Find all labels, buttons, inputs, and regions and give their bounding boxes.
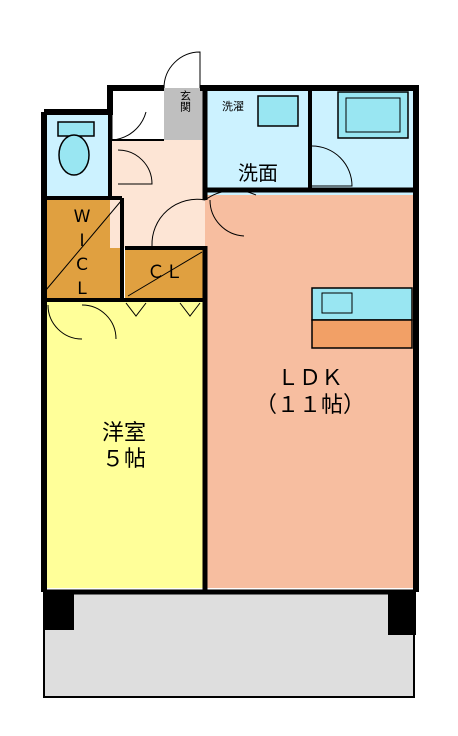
washing-machine-icon [257, 95, 299, 127]
cl-label: ＣＬ [147, 262, 183, 283]
wicl-letter: I [79, 231, 84, 251]
wicl-letter: W [74, 207, 91, 227]
balcony [43, 591, 415, 698]
ldk-floor [205, 195, 416, 588]
wicl-letter: C [76, 255, 88, 275]
yoshitsu-size-label: ５帖 [102, 447, 146, 472]
sentaku-label: 洗濯 [222, 100, 244, 113]
wicl-letter: L [77, 279, 87, 299]
kitchen-counter [311, 287, 413, 349]
senmen-label: 洗面 [238, 161, 278, 185]
toilet-icon [57, 121, 95, 176]
ldk-label: ＬＤＫ [277, 366, 343, 391]
bathtub-icon [337, 91, 409, 139]
wicl-label: W I C L [74, 207, 91, 299]
genkan-label: 玄関 [179, 89, 192, 112]
yoshitsu-floor [44, 300, 205, 588]
column-left [44, 590, 74, 630]
genkan-floor [164, 88, 206, 140]
column-right [388, 590, 416, 635]
ldk-size-label: （１１帖） [255, 393, 365, 418]
door-swings [45, 51, 353, 340]
hallway-floor [110, 140, 205, 248]
yoshitsu-label: 洋室 [102, 421, 146, 446]
